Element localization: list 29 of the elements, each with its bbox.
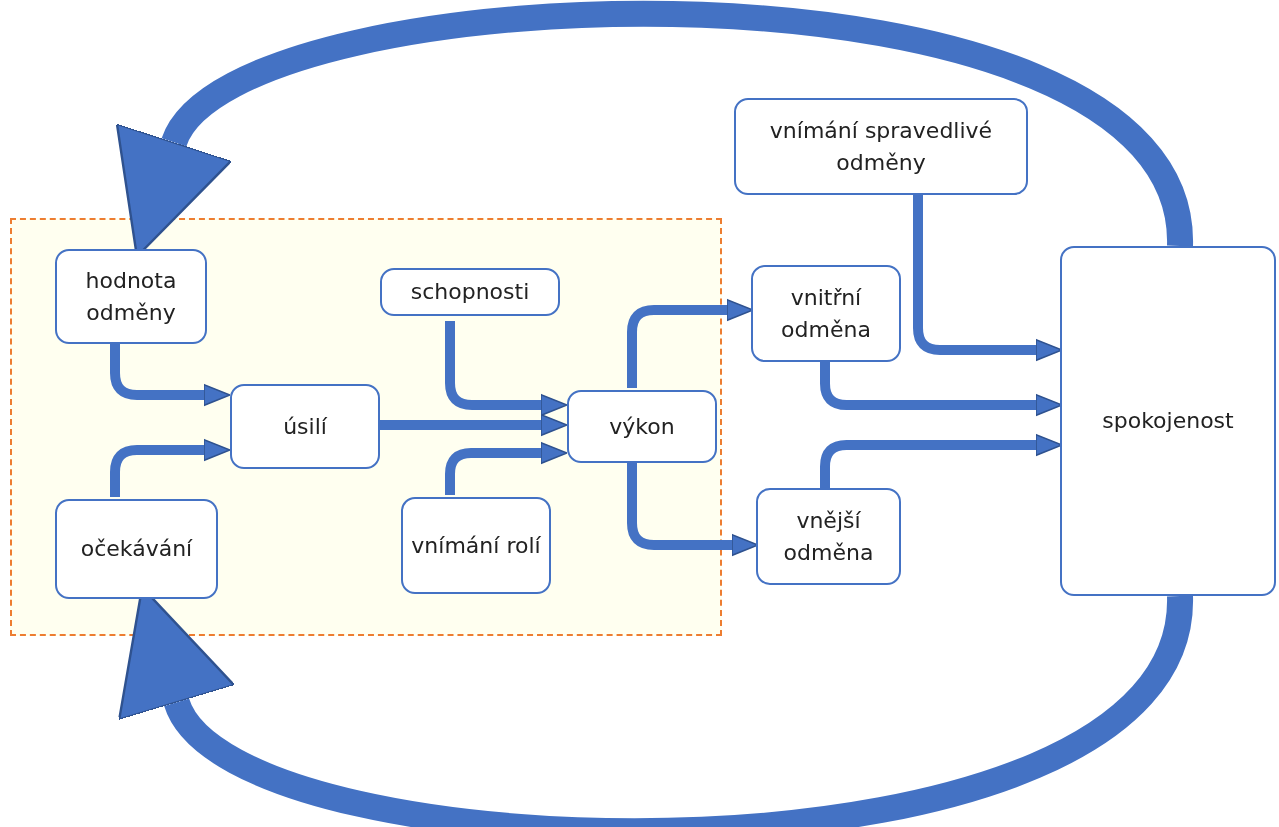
process-box	[380, 268, 560, 316]
box-label: vnitřní odměna	[780, 283, 872, 344]
arrow	[110, 342, 231, 407]
box-label: vnější odměna	[782, 506, 875, 567]
arrow	[445, 321, 568, 417]
box-label: očekávání	[80, 535, 193, 564]
arrow	[820, 362, 1063, 417]
box-label: vnímání spravedlivé odměny	[768, 116, 994, 177]
process-box	[401, 497, 551, 594]
box-label: úsilí	[283, 412, 327, 441]
arrow	[820, 433, 1063, 488]
process-box	[734, 98, 1028, 195]
arrow	[627, 298, 754, 388]
box-label: spokojenost	[1102, 407, 1234, 436]
process-box	[751, 265, 901, 362]
group-region	[10, 218, 722, 636]
box-label: vnímání rolí	[411, 531, 541, 560]
process-box	[55, 249, 207, 344]
box-label: výkon	[609, 412, 675, 441]
process-box	[567, 390, 717, 463]
arrow	[913, 195, 1063, 362]
arrow	[627, 461, 759, 557]
process-box	[55, 499, 218, 599]
box-label: schopnosti	[410, 278, 530, 307]
process-box	[230, 384, 380, 469]
box-label: hodnota odměny	[84, 266, 178, 327]
arrow	[378, 413, 568, 437]
process-box	[756, 488, 901, 585]
process-box	[1060, 246, 1276, 596]
